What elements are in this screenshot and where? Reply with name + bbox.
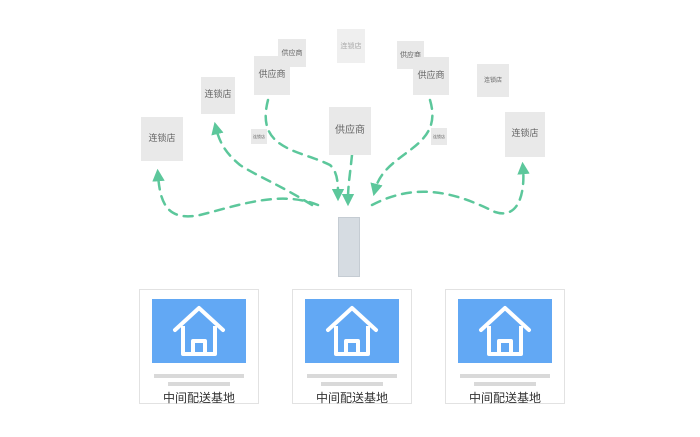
flow-supplier-right-to-hub bbox=[370, 98, 434, 197]
chain-store-tiny-left: 连锁店 bbox=[251, 129, 267, 144]
chain-store-right-small: 连锁店 bbox=[477, 64, 509, 97]
chain-store-left: 连锁店 bbox=[141, 117, 183, 161]
flow-hub-to-chain-right bbox=[370, 161, 530, 215]
chain-store-right: 连锁店 bbox=[505, 112, 545, 157]
house-icon bbox=[173, 306, 225, 356]
distribution-base-label: 中间配送基地 bbox=[315, 391, 388, 405]
central-hub-column bbox=[338, 217, 360, 277]
distribution-base-label: 中间配送基地 bbox=[162, 391, 235, 405]
distribution-base-image bbox=[152, 299, 246, 363]
distribution-base-label: 中间配送基地 bbox=[468, 391, 541, 405]
flow-hub-to-chain-left bbox=[152, 168, 320, 218]
distribution-base-image bbox=[305, 299, 399, 363]
house-icon bbox=[479, 306, 531, 356]
supplier-right: 供应商 bbox=[413, 57, 449, 95]
chain-store-mid-left: 连锁店 bbox=[201, 77, 235, 114]
supplier-left: 供应商 bbox=[254, 56, 290, 95]
distribution-base-card-2: 中间配送基地 bbox=[292, 289, 412, 405]
text-placeholder-bar bbox=[307, 374, 397, 378]
text-placeholder-bar bbox=[321, 382, 383, 386]
flow-supplier-center-to-hub bbox=[341, 153, 355, 207]
flow-hub-to-chain-mid-left bbox=[211, 121, 314, 207]
distribution-base-card-3: 中间配送基地 bbox=[445, 289, 565, 405]
flow-supplier-left-to-hub bbox=[264, 98, 345, 202]
text-placeholder-bar bbox=[460, 374, 550, 378]
distribution-base-card-1: 中间配送基地 bbox=[139, 289, 259, 405]
text-placeholder-bar bbox=[154, 374, 244, 378]
text-placeholder-bar bbox=[474, 382, 536, 386]
text-placeholder-bar bbox=[168, 382, 230, 386]
chain-store-tiny-right: 连锁店 bbox=[431, 128, 447, 145]
house-icon bbox=[326, 306, 378, 356]
distribution-base-image bbox=[458, 299, 552, 363]
chain-store-top-faint: 连锁店 bbox=[337, 29, 365, 63]
supplier-center: 供应商 bbox=[329, 107, 371, 155]
